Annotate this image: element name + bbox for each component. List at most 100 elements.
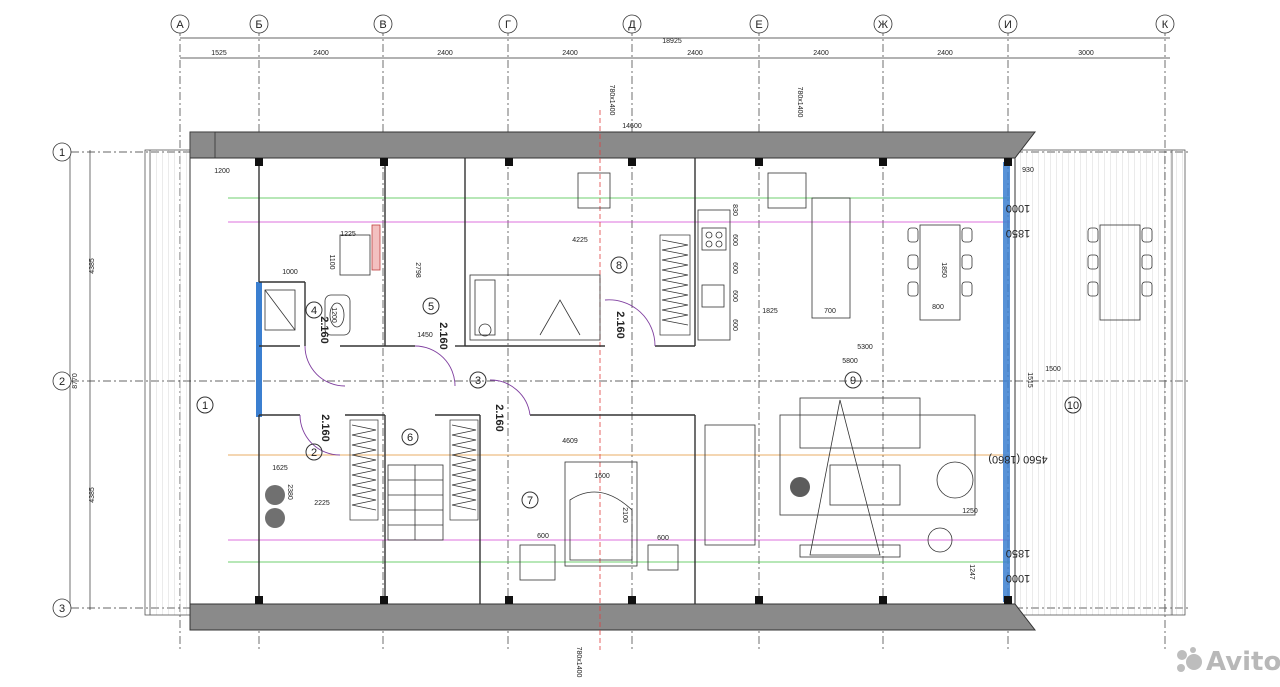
dimension-label: 1200 (330, 307, 337, 323)
rotated-dimensions: 1000 1850 4560 (1860) 1850 1000 (988, 202, 1047, 584)
axis-label: 1 (59, 147, 65, 159)
dimension-label: 4609 (562, 438, 578, 445)
dimension-label: 4225 (572, 237, 588, 244)
window-mark: 780x1400 (575, 647, 582, 678)
axis-number-markers: 1 2 3 (52, 142, 72, 618)
dimension-label: 1525 (211, 50, 227, 57)
window-right (1003, 162, 1010, 602)
watermark-text: Avito (1206, 647, 1280, 677)
room-label: 3 (475, 375, 481, 387)
inner-dimension: 14600 (622, 123, 642, 130)
height-label: 2.160 (437, 322, 449, 350)
dimension-label: 600 (731, 262, 738, 274)
room-label: 9 (850, 375, 856, 387)
room-label: 8 (616, 260, 622, 272)
floor-outline (189, 157, 1016, 605)
axis-label: Е (755, 19, 762, 31)
dining-tables (907, 224, 1153, 321)
height-label: 2.160 (614, 311, 626, 339)
dimension-label: 1000 (282, 269, 298, 276)
window-mark: 780x1400 (796, 87, 803, 118)
kitchen (577, 172, 851, 341)
dimension-label: 2400 (687, 50, 703, 57)
bathroom-fixtures (264, 224, 381, 336)
room-heights: 2.160 2.160 2.160 2.160 2.160 (318, 311, 626, 442)
left-dimensions: 4385 4385 8770 (72, 258, 96, 503)
dimension-label: 1850 (940, 262, 947, 278)
dimension-label: 700 (824, 308, 836, 315)
axis-label: 2 (59, 376, 65, 388)
room-label: 2 (311, 447, 317, 459)
dimension-label: 600 (657, 535, 669, 542)
vent (265, 485, 285, 505)
dimension-label: 1100 (328, 254, 335, 269)
dimension-label: 1625 (272, 465, 288, 472)
room-label: 7 (527, 495, 533, 507)
axis-label: А (176, 19, 184, 31)
dimension-label: 1250 (962, 508, 978, 515)
dimension-label: 1600 (594, 473, 610, 480)
dimension-label: 600 (731, 319, 738, 331)
axis-letter-markers: А Б В Г Д Е Ж И К (170, 14, 1175, 34)
bottom-wall (189, 603, 1037, 631)
axis-label: И (1004, 19, 1012, 31)
dimension-label: 1850 (1006, 227, 1030, 239)
axis-label: 3 (59, 603, 65, 615)
dimension-label: 1247 (968, 564, 975, 580)
living-furniture (704, 397, 976, 558)
dimension-label: 2400 (313, 50, 329, 57)
dimension-label: 2400 (937, 50, 953, 57)
wardrobes (349, 234, 691, 521)
dimension-label: 1500 (1045, 366, 1061, 373)
dimension-label: 830 (731, 204, 738, 216)
axis-label: Г (505, 19, 511, 31)
dimension-label: 2400 (813, 50, 829, 57)
top-dimensions: 1525 2400 2400 2400 2400 2400 2400 3000 … (211, 38, 1094, 130)
dimension-label: 2400 (562, 50, 578, 57)
overall-dimension: 18925 (662, 38, 682, 45)
window-mark: 780x1400 (608, 85, 615, 116)
dimension-label: 800 (932, 304, 944, 311)
dimension-label: 8770 (72, 373, 79, 389)
staircase (387, 464, 444, 541)
axis-label: В (379, 19, 386, 31)
dimension-label: 5300 (857, 344, 873, 351)
partitions (258, 158, 696, 604)
dimension-label: 930 (1022, 167, 1034, 174)
room-label: 6 (407, 432, 413, 444)
axis-label: Ж (878, 19, 888, 31)
dimension-label: 1450 (417, 332, 433, 339)
dimension-label: 1515 (1026, 372, 1033, 388)
service-lines (228, 110, 1010, 650)
dimension-label: 5800 (842, 358, 858, 365)
bedroom-furniture (519, 461, 679, 581)
dimension-label: 1825 (762, 308, 778, 315)
dimension-label: 600 (731, 290, 738, 302)
door-swings (299, 299, 656, 456)
dimension-label: 1850 (1006, 547, 1030, 559)
dimension-label: 600 (731, 234, 738, 246)
room-numbers: 1 2 3 4 5 6 7 8 9 10 (196, 256, 1082, 509)
vent (790, 477, 810, 497)
bunk-bed (469, 274, 601, 341)
window-marks: 780x1400 780x1400 780x1400 (575, 85, 803, 678)
room-label: 1 (202, 400, 208, 412)
height-label: 2.160 (493, 404, 505, 432)
columns (255, 158, 1012, 604)
dimension-label: 3000 (1078, 50, 1094, 57)
window-left (256, 282, 262, 417)
dimension-label: 1200 (214, 168, 230, 175)
dimension-label: 4385 (89, 258, 96, 274)
axis-label: Б (255, 19, 262, 31)
room-label: 10 (1067, 400, 1079, 412)
dimension-label: 2380 (286, 484, 293, 500)
dimension-label: 2225 (314, 500, 330, 507)
right-terrace (1014, 149, 1186, 616)
height-label: 2.160 (319, 414, 331, 442)
avito-watermark: Avito (1177, 647, 1280, 677)
left-terrace (144, 149, 191, 616)
dimension-label: 2100 (621, 507, 628, 523)
height-label: 2.160 (318, 316, 330, 344)
axis-label: К (1162, 19, 1169, 31)
